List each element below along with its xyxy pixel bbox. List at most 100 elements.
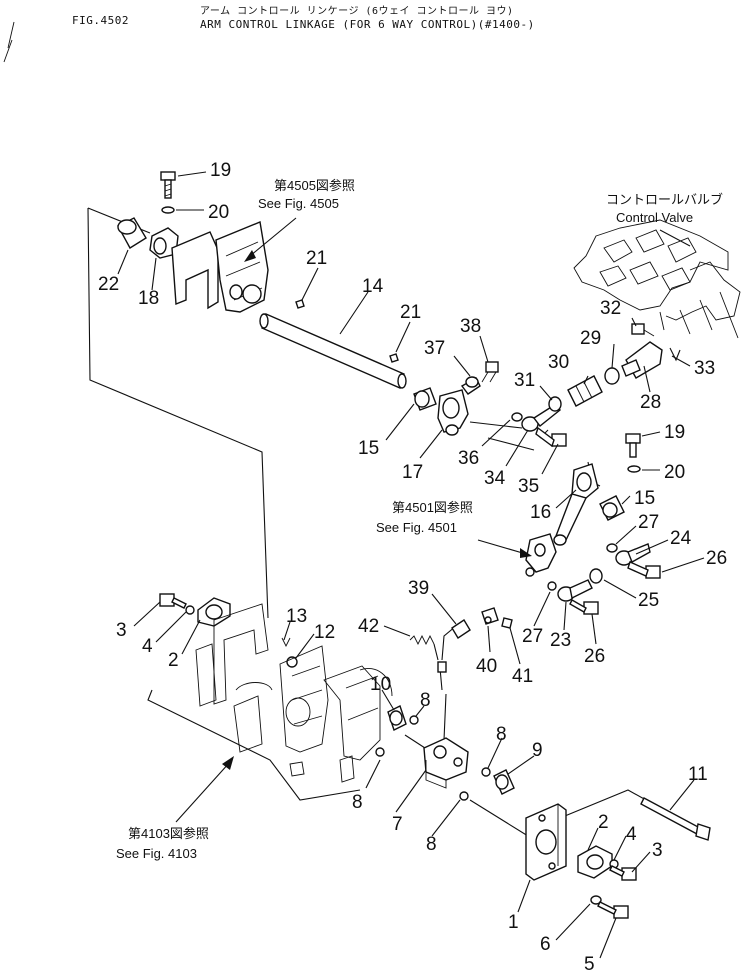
part-label: 27 bbox=[638, 512, 659, 533]
part-label: 26 bbox=[706, 548, 727, 569]
bolt-26-right bbox=[627, 561, 661, 579]
reference-arrows bbox=[175, 217, 691, 823]
pin-41 bbox=[501, 617, 513, 629]
part-label: 8 bbox=[420, 690, 431, 711]
part-label: 21 bbox=[306, 248, 327, 269]
bearing-2-left bbox=[197, 597, 231, 627]
part-label: 17 bbox=[402, 462, 423, 483]
ref-4103-en: See Fig. 4103 bbox=[116, 846, 197, 861]
washer-6 bbox=[590, 895, 602, 905]
guide-line bbox=[404, 734, 426, 749]
washer-27-upper bbox=[606, 543, 618, 553]
part-label: 35 bbox=[518, 476, 539, 497]
bolt-5 bbox=[597, 901, 629, 919]
washer-20-top bbox=[161, 206, 175, 214]
part-label: 39 bbox=[408, 578, 429, 599]
nut-25 bbox=[589, 568, 603, 584]
ref-4501-en: See Fig. 4501 bbox=[376, 520, 457, 535]
washer-27-lower bbox=[547, 581, 557, 591]
part-label: 2 bbox=[598, 812, 609, 833]
part-label: 11 bbox=[688, 764, 708, 785]
plate-1 bbox=[525, 803, 567, 881]
washer-4-left bbox=[185, 605, 195, 615]
ref-4103-jp: 第4103図参照 bbox=[128, 826, 209, 841]
part-label: 31 bbox=[514, 370, 535, 391]
spring-42 bbox=[409, 634, 439, 661]
part-label: 16 bbox=[530, 502, 551, 523]
title-japanese: アーム コントロール リンケージ (6ウェイ コントロール ヨウ) bbox=[200, 6, 514, 17]
lever-16 bbox=[553, 463, 599, 546]
guide-line bbox=[469, 421, 523, 429]
part-label: 10 bbox=[370, 674, 391, 695]
part-label: 4 bbox=[626, 824, 637, 845]
part-label: 41 bbox=[512, 666, 533, 687]
fig-number: FIG.4502 bbox=[72, 14, 129, 27]
bolt-3-left bbox=[159, 593, 187, 609]
part-label: 3 bbox=[652, 840, 663, 861]
part-label: 21 bbox=[400, 302, 421, 323]
part-label: 29 bbox=[580, 328, 601, 349]
control-valve bbox=[573, 219, 741, 339]
part-label: 34 bbox=[484, 468, 506, 489]
part-label: 26 bbox=[584, 646, 605, 667]
guide-line bbox=[443, 693, 447, 741]
part-label: 8 bbox=[426, 834, 437, 855]
rod-end-23 bbox=[557, 579, 593, 602]
nut-37 bbox=[465, 376, 479, 388]
part-label: 12 bbox=[314, 622, 335, 643]
clip-40 bbox=[481, 607, 499, 625]
part-label: 14 bbox=[362, 276, 384, 297]
pin-33 bbox=[669, 347, 681, 362]
guide-line bbox=[487, 437, 535, 451]
nut-31 bbox=[548, 396, 562, 412]
bushing-15-right bbox=[599, 495, 625, 521]
ref-4505-en: See Fig. 4505 bbox=[258, 196, 339, 211]
part-label: 15 bbox=[358, 438, 379, 459]
part-label: 20 bbox=[208, 202, 229, 223]
control-valve-en: Control Valve bbox=[616, 210, 693, 225]
bushing-8-b bbox=[375, 747, 385, 757]
part-label: 2 bbox=[168, 650, 179, 671]
part-label: 13 bbox=[286, 606, 307, 627]
base-frame-4103 bbox=[147, 603, 393, 801]
washer-20-right bbox=[627, 465, 641, 473]
bushing-8-a bbox=[409, 715, 419, 725]
part-label: 5 bbox=[584, 954, 595, 973]
title-english: ARM CONTROL LINKAGE (FOR 6 WAY CONTROL)(… bbox=[200, 18, 535, 31]
bushing-8-d bbox=[459, 791, 469, 801]
bracket-assembly-4505 bbox=[171, 221, 269, 313]
control-valve-jp: コントロールバルブ bbox=[606, 192, 723, 207]
bolt-35 bbox=[535, 426, 567, 448]
bolt-26-lower bbox=[569, 599, 599, 615]
bushing-15-upper bbox=[413, 387, 437, 411]
part-label: 19 bbox=[210, 160, 231, 181]
part-label: 20 bbox=[664, 462, 685, 483]
washer-36 bbox=[511, 412, 523, 422]
pin-21-b bbox=[389, 353, 399, 363]
part-label: 40 bbox=[476, 656, 497, 677]
part-label: 24 bbox=[670, 528, 692, 549]
guide-line bbox=[87, 207, 269, 619]
nut-29 bbox=[604, 367, 620, 385]
rod-end-24 bbox=[615, 543, 651, 566]
leader-lines bbox=[117, 171, 705, 959]
part-label: 37 bbox=[424, 338, 445, 359]
turnbuckle-30 bbox=[567, 375, 603, 407]
part-label: 3 bbox=[116, 620, 127, 641]
bolt-32 bbox=[631, 323, 655, 337]
part-label: 6 bbox=[540, 934, 551, 955]
bushing-10 bbox=[387, 705, 407, 731]
part-label: 23 bbox=[550, 630, 571, 651]
part-label: 4 bbox=[142, 636, 153, 657]
margin-mark bbox=[3, 21, 15, 63]
bushing-9 bbox=[493, 769, 515, 795]
part-label: 9 bbox=[532, 740, 543, 761]
bracket-4501 bbox=[525, 533, 557, 577]
part-label: 15 bbox=[634, 488, 655, 509]
part-label: 8 bbox=[496, 724, 507, 745]
bolt-38 bbox=[481, 361, 499, 383]
part-label: 7 bbox=[392, 814, 403, 835]
part-label: 19 bbox=[664, 422, 685, 443]
clevis-28 bbox=[621, 341, 663, 379]
